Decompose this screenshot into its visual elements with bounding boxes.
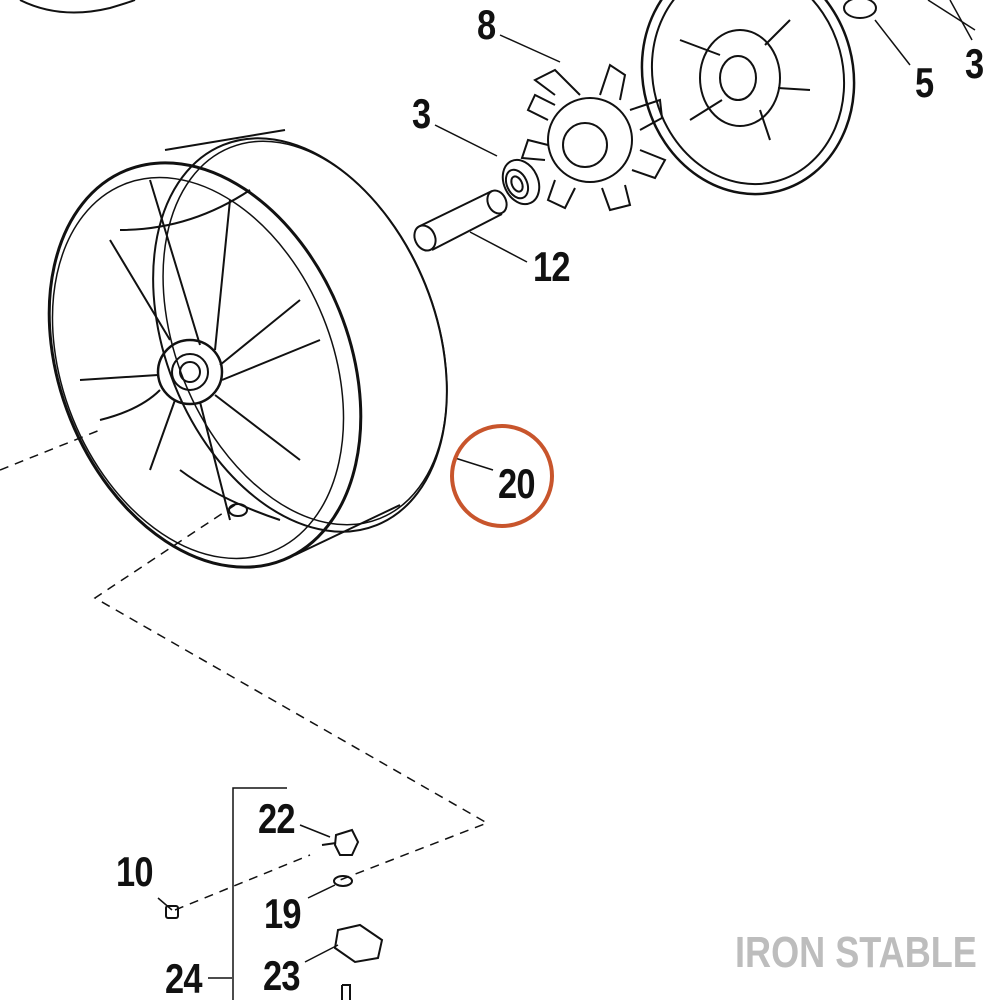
callout-8: 8 [477,1,496,48]
wheel-rim-drawing [47,129,448,569]
callout-3-right: 3 [965,40,984,87]
cropped-component-outline [19,0,136,14]
callout-24: 24 [165,955,202,1002]
callout-5: 5 [915,59,934,106]
callout-19: 19 [264,890,301,937]
callout-3-top: 3 [412,90,431,137]
callout-22: 22 [258,795,295,842]
assembly-dashed-lines [0,429,489,911]
bearing-drawing [501,158,541,206]
cush-drive-drawing [520,63,667,212]
callout-10: 10 [116,848,153,895]
part-20-highlight-circle [450,424,554,528]
sprocket-drawing [640,0,877,196]
watermark-text: IRON STABLE [735,928,977,977]
small-parts-drawing [165,828,384,1000]
callout-23: 23 [263,952,300,999]
spacer-tube-drawing [413,189,508,252]
callout-20: 20 [498,460,535,507]
leader-lines [157,0,976,1000]
callout-12: 12 [533,243,570,290]
